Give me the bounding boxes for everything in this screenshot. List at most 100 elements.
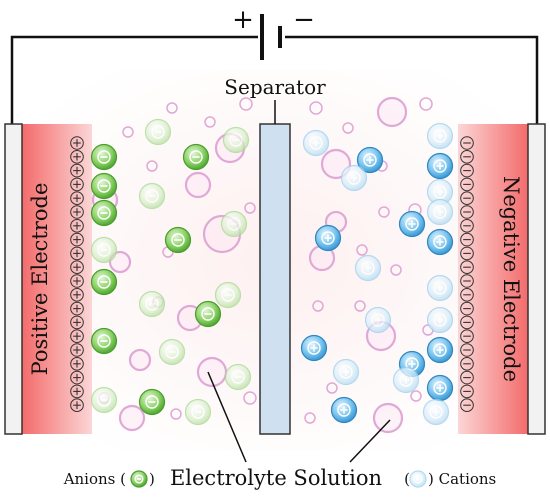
negative-charge	[460, 163, 474, 178]
cation-legend-icon	[409, 470, 427, 488]
negative-charge	[460, 288, 474, 302]
positive-charge	[70, 274, 84, 288]
cation	[426, 152, 454, 180]
negative-charge	[460, 357, 474, 371]
anion	[138, 182, 166, 210]
cation	[426, 374, 454, 402]
anion	[164, 226, 192, 254]
cation	[426, 306, 454, 334]
negative-charge	[460, 150, 474, 164]
battery-plus-sign: +	[232, 5, 254, 35]
negative-charge	[460, 301, 474, 316]
anion	[158, 338, 186, 366]
cations-legend-text: ) Cations	[428, 470, 496, 488]
cation-legend-symbol	[409, 470, 427, 488]
negative-charge	[460, 177, 474, 192]
solvent-molecule	[170, 408, 182, 420]
positive-charge	[70, 191, 84, 205]
solvent-molecule	[122, 126, 134, 138]
negative-charge	[460, 370, 474, 385]
cation	[356, 146, 384, 174]
negative-charge	[460, 136, 474, 150]
separator	[259, 123, 291, 435]
anion	[90, 327, 118, 355]
solvent-molecule	[309, 101, 323, 115]
anion	[90, 236, 118, 264]
negative-charge	[460, 219, 474, 233]
negative-surface-charges	[460, 136, 474, 413]
solvent-molecule	[304, 412, 316, 424]
cation	[392, 366, 420, 394]
solvent-molecule	[372, 402, 404, 434]
anions-legend-text: Anions (	[63, 470, 126, 488]
negative-charge	[460, 384, 474, 399]
positive-charge	[70, 384, 84, 399]
battery-minus-sign: −	[293, 5, 315, 35]
solvent-molecule	[118, 404, 146, 432]
solvent-molecule	[410, 390, 422, 402]
positive-charge	[70, 136, 84, 150]
anions	[90, 118, 252, 426]
positive-charge	[70, 246, 84, 261]
anion	[182, 143, 210, 171]
cation	[426, 274, 454, 302]
anion	[222, 126, 250, 154]
electrolyte-leader-lines	[207, 371, 391, 463]
anion	[90, 386, 118, 414]
negative-charge	[460, 274, 474, 288]
anion	[184, 398, 212, 426]
positive-charge	[70, 260, 84, 275]
negative-electrode-region	[458, 124, 528, 434]
solvent-molecule	[244, 202, 256, 214]
anion	[138, 290, 166, 318]
cation	[426, 198, 454, 226]
separator-label: Separator	[224, 75, 326, 99]
negative-charge	[460, 398, 474, 413]
cation	[426, 336, 454, 364]
cation	[354, 254, 382, 282]
positive-surface-charges	[70, 136, 84, 413]
positive-electrode-plate	[4, 123, 23, 435]
cation	[300, 334, 328, 362]
cation	[330, 396, 358, 424]
solvent-molecule	[312, 300, 324, 312]
negative-charge	[460, 260, 474, 275]
negative-charge	[460, 205, 474, 219]
solvent-molecule	[184, 171, 212, 199]
positive-charge	[70, 163, 84, 178]
cation	[364, 306, 392, 334]
positive-charge	[70, 150, 84, 164]
solvent-molecule	[419, 97, 433, 111]
cations	[300, 122, 454, 426]
positive-charge	[70, 288, 84, 302]
anion-legend-icon	[130, 470, 148, 488]
circuit-wire	[10, 35, 539, 124]
cation	[422, 398, 450, 426]
solvent-molecule	[376, 96, 408, 128]
anion	[214, 281, 242, 309]
solvent-molecule	[356, 244, 368, 256]
positive-charge	[70, 370, 84, 385]
cation	[426, 178, 454, 206]
anion	[90, 268, 118, 296]
positive-charge	[70, 343, 84, 357]
cation	[340, 164, 368, 192]
cations-legend-open: (	[404, 470, 410, 488]
anion	[138, 388, 166, 416]
anion	[90, 199, 118, 227]
anions-legend-close: )	[149, 470, 155, 488]
cation	[314, 224, 342, 252]
positive-charge	[70, 232, 84, 247]
solvent-molecule	[378, 206, 390, 218]
cation	[332, 358, 360, 386]
cation	[398, 210, 426, 238]
positive-charge	[70, 219, 84, 233]
solvent-molecule	[239, 97, 253, 111]
positive-charge	[70, 301, 84, 316]
battery-symbol: + −	[232, 5, 315, 60]
negative-charge	[460, 232, 474, 247]
solvent-molecule	[354, 300, 366, 312]
cation	[302, 129, 330, 157]
cation	[426, 228, 454, 256]
